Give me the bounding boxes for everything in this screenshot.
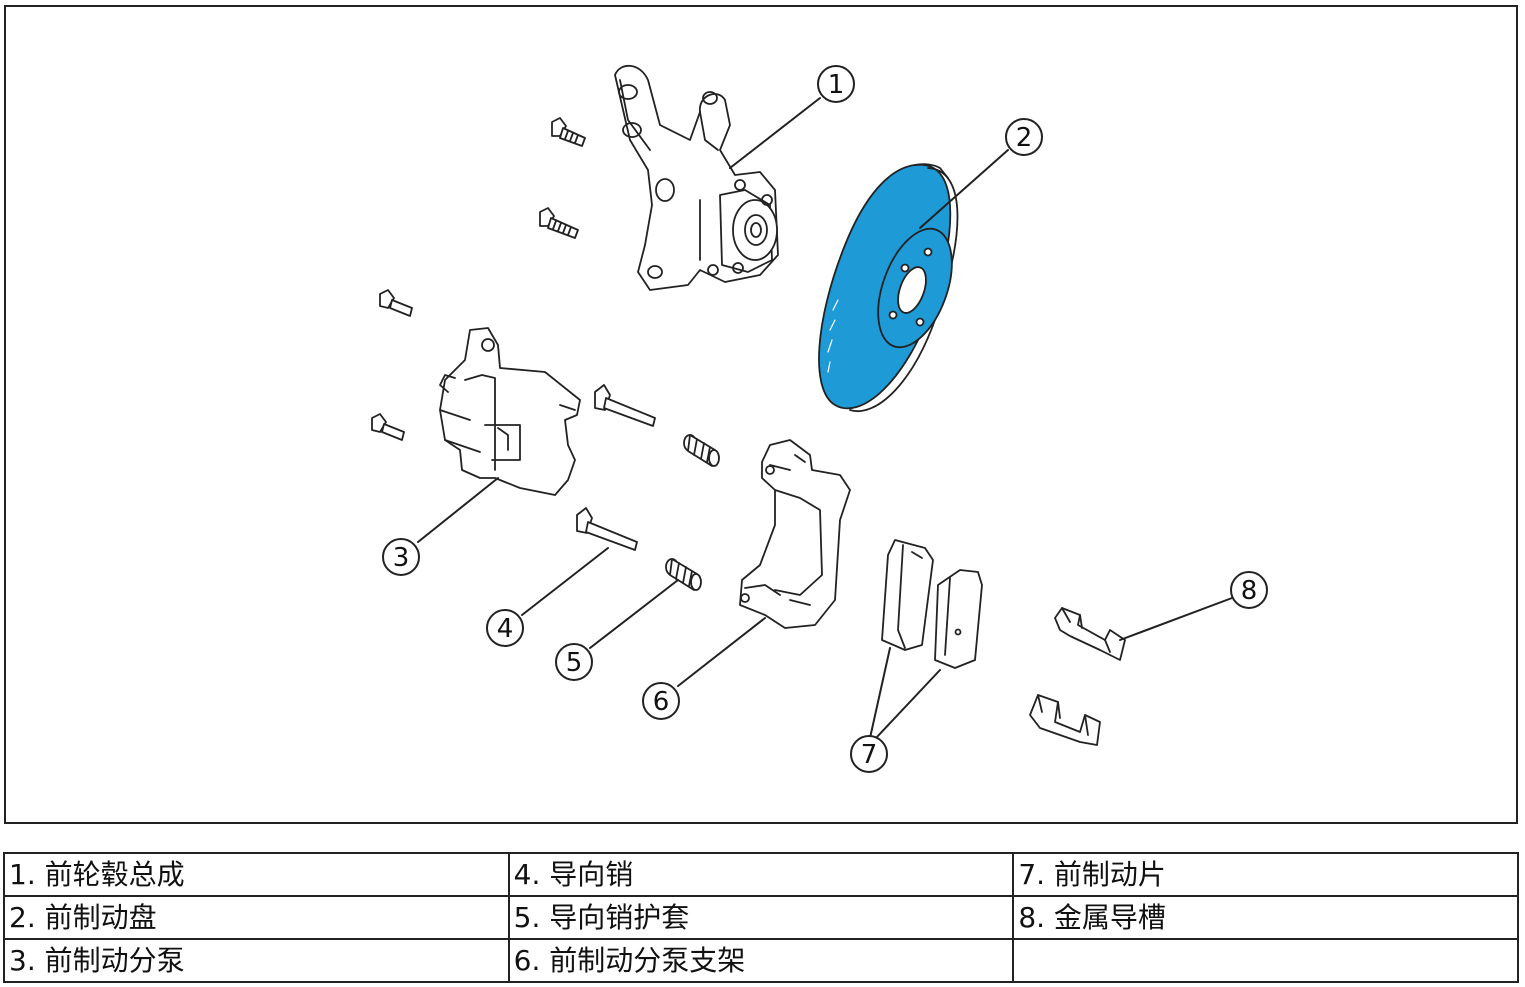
hub-bolt-lower	[539, 207, 579, 239]
leader-lines	[417, 97, 1233, 739]
guide-pin-lower	[576, 507, 638, 551]
legend-cell: 8. 金属导槽	[1012, 895, 1519, 940]
caliper-bracket	[739, 439, 851, 629]
front-brake-disc	[818, 163, 959, 413]
callout-1: 1	[817, 65, 855, 103]
callout-3: 3	[382, 538, 420, 576]
legend-row: 2. 前制动盘 5. 导向销护套 8. 金属导槽	[3, 895, 1519, 940]
guide-pin-boot-upper	[683, 434, 720, 467]
legend-cell: 2. 前制动盘	[3, 895, 510, 940]
brake-pad-outer	[934, 569, 983, 669]
leader-line-5	[589, 579, 679, 649]
parts-legend-table: 1. 前轮毂总成 4. 导向销 7. 前制动片 2. 前制动盘 5. 导向销护套…	[3, 852, 1519, 983]
callout-7: 7	[850, 735, 888, 773]
front-hub-assembly	[614, 64, 779, 291]
leader-line-7b	[875, 669, 941, 739]
diagram-frame	[4, 5, 1518, 824]
guide-pin-boot-lower	[665, 558, 702, 591]
legend-cell: 3. 前制动分泵	[3, 938, 510, 983]
callout-label: 7	[861, 740, 878, 770]
legend-row: 3. 前制动分泵 6. 前制动分泵支架	[3, 938, 1519, 983]
caliper-bolt-lower	[371, 413, 405, 441]
callout-8: 8	[1230, 571, 1268, 609]
legend-cell: 6. 前制动分泵支架	[507, 938, 1015, 983]
legend-cell: 5. 导向销护套	[507, 895, 1015, 940]
callout-label: 6	[653, 687, 670, 717]
legend-cell: 1. 前轮毂总成	[3, 852, 510, 897]
metal-guide-clip-lower	[1029, 694, 1101, 746]
leader-line-4	[521, 547, 609, 616]
callout-label: 5	[566, 648, 583, 678]
legend-cell: 7. 前制动片	[1012, 852, 1519, 897]
caliper-bolt-upper	[379, 289, 413, 317]
leader-line-3	[417, 477, 499, 543]
leader-line-8	[1119, 597, 1233, 641]
leader-line-1	[729, 97, 821, 169]
leader-line-2	[919, 149, 1009, 229]
guide-pin-upper	[594, 384, 656, 427]
legend-cell	[1012, 938, 1519, 983]
callout-6: 6	[642, 682, 680, 720]
callout-2: 2	[1005, 118, 1043, 156]
legend-cell: 4. 导向销	[507, 852, 1015, 897]
brake-pad-inner	[881, 539, 934, 651]
front-brake-caliper	[439, 327, 581, 496]
leader-line-6	[677, 617, 766, 687]
legend-row: 1. 前轮毂总成 4. 导向销 7. 前制动片	[3, 852, 1519, 897]
callout-5: 5	[555, 643, 593, 681]
callout-label: 2	[1016, 123, 1033, 153]
callout-label: 8	[1241, 576, 1258, 606]
leader-line-7a	[869, 647, 891, 739]
callout-4: 4	[486, 609, 524, 647]
callout-label: 3	[393, 543, 410, 573]
callout-label: 4	[497, 614, 514, 644]
hub-bolt-upper	[551, 117, 586, 147]
callout-label: 1	[828, 70, 845, 100]
metal-guide-clip-upper	[1054, 607, 1126, 661]
